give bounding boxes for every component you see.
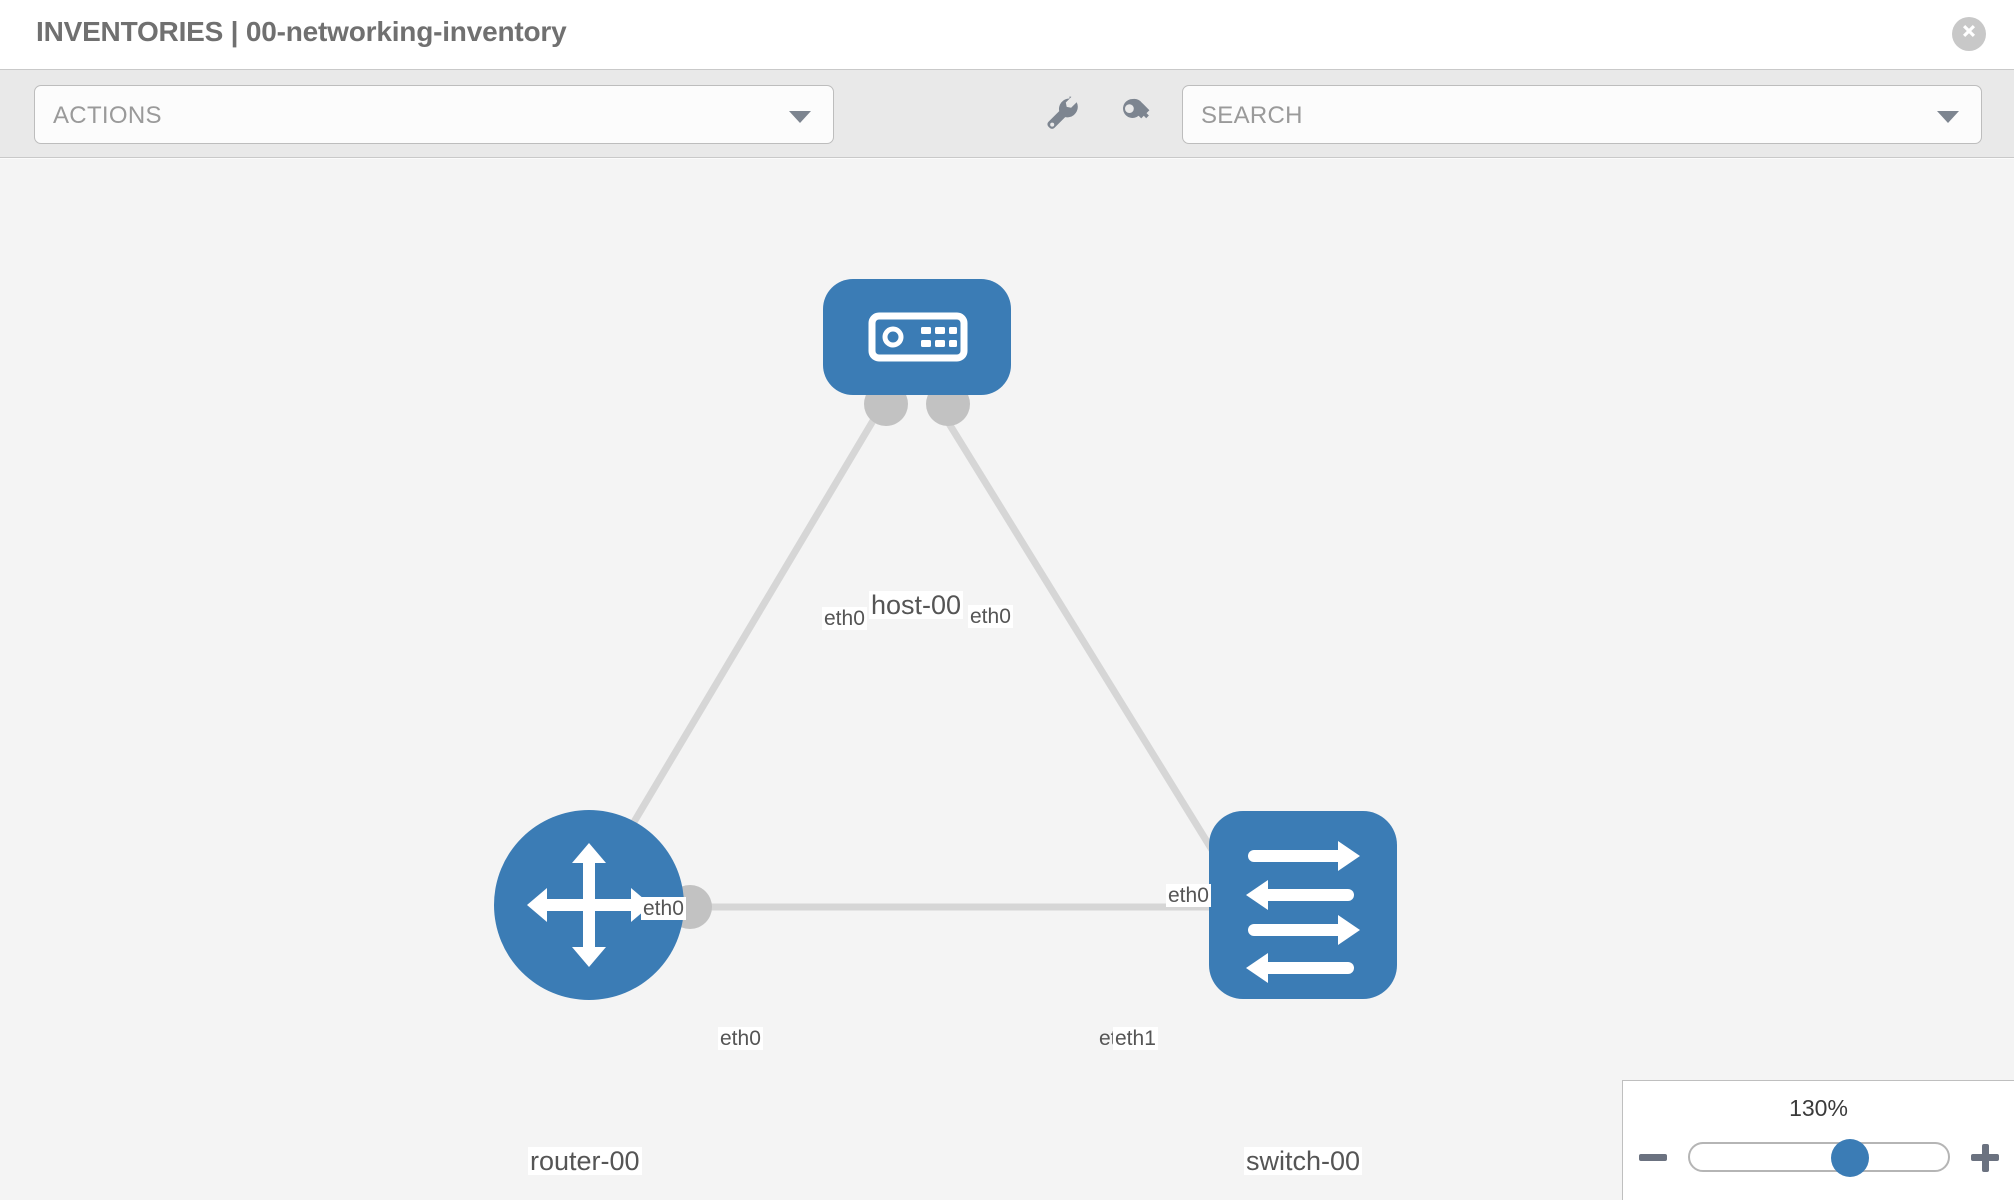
search-placeholder: SEARCH (1201, 102, 1303, 129)
link-host-router[interactable] (596, 407, 884, 881)
node-label-switch-00: switch-00 (1244, 1146, 1363, 1176)
edge-label-switch-eth1: eth1 (1113, 1027, 1158, 1051)
nodes-layer (494, 279, 1397, 1000)
edge-label-router-eth0: eth0 (718, 1027, 763, 1051)
close-button[interactable] (1952, 17, 1986, 51)
zoom-slider-track[interactable] (1688, 1139, 1950, 1177)
search-input[interactable]: SEARCH (1182, 85, 1982, 144)
toolbar: ACTIONS SEARCH (0, 69, 2014, 158)
zoom-slider-row (1623, 1133, 2014, 1181)
chevron-down-icon[interactable] (1937, 111, 1959, 123)
wrench-icon[interactable] (1040, 92, 1082, 134)
zoom-out-button[interactable] (1636, 1140, 1670, 1174)
node-host-00[interactable] (823, 279, 1011, 395)
node-switch-00[interactable] (1209, 811, 1397, 999)
node-label-router-00: router-00 (528, 1146, 642, 1176)
page-header: INVENTORIES | 00-networking-inventory (0, 0, 2014, 69)
topology-canvas[interactable]: host-00 router-00 switch-00 eth0 eth0 et… (0, 159, 2014, 1200)
close-icon (1963, 25, 1975, 37)
node-label-host-00: host-00 (869, 590, 964, 620)
chevron-down-icon (789, 111, 811, 123)
zoom-in-button[interactable] (1968, 1140, 2002, 1174)
edge-label-router-uplink-eth0: eth0 (641, 897, 686, 921)
page-title: INVENTORIES | 00-networking-inventory (36, 16, 567, 47)
node-router-00[interactable] (494, 810, 684, 1000)
zoom-percent-label: 130% (1789, 1095, 1848, 1121)
connectors-layer (668, 382, 1254, 967)
edge-label-host-eth0-left: eth0 (822, 607, 867, 631)
edge-label-host-eth0-right: eth0 (968, 605, 1013, 629)
edge-label-switch-uplink-eth0: eth0 (1166, 884, 1211, 908)
zoom-control-panel: 130% (1622, 1080, 2014, 1200)
key-icon[interactable] (1116, 92, 1158, 134)
toolbar-icons (1040, 92, 1158, 134)
topology-graph (494, 279, 1397, 1000)
actions-dropdown[interactable]: ACTIONS (34, 85, 834, 144)
actions-dropdown-label: ACTIONS (53, 102, 162, 129)
link-host-switch[interactable] (937, 407, 1233, 881)
zoom-slider-thumb[interactable] (1831, 1139, 1870, 1177)
links-layer (596, 407, 1233, 911)
